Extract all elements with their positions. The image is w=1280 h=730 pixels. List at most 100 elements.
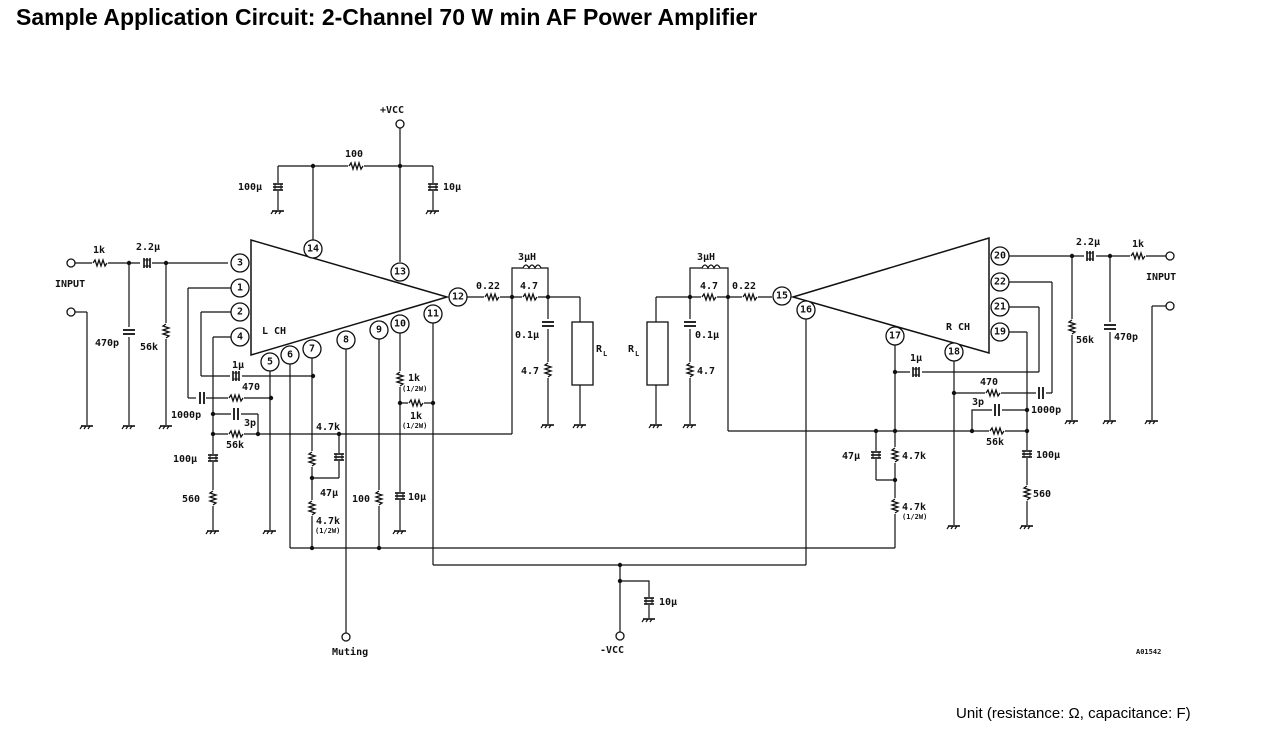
svg-text:16: 16 <box>800 305 812 316</box>
left-r-damp-label: 4.7 <box>520 281 538 292</box>
vcc-positive-label: +VCC <box>380 105 404 116</box>
left-input-label: INPUT <box>55 279 85 290</box>
left-r-1k-b-label: 1k <box>410 411 422 422</box>
left-c-shunt-label: 470p <box>95 338 119 349</box>
left-c-fb-label: 1000p <box>171 410 201 421</box>
left-input-terminal[interactable] <box>66 258 76 268</box>
left-c-nf-label: 100µ <box>173 454 197 465</box>
left-pins: 3 1 2 4 5 6 7 8 9 10 11 12 13 14 <box>230 239 468 372</box>
r-vcc-label: 100 <box>345 149 363 160</box>
c-neg-label: 10µ <box>659 597 677 608</box>
left-r-input-label: 1k <box>93 245 105 256</box>
left-r-47k-b-rating: (1/2W) <box>315 527 340 535</box>
muting-terminal[interactable] <box>341 632 351 642</box>
svg-text:6: 6 <box>287 350 293 361</box>
left-c-47-label: 47µ <box>320 488 338 499</box>
left-load-resistor <box>571 321 594 386</box>
drawing-code: A01542 <box>1136 648 1161 656</box>
vcc-positive-terminal <box>395 119 405 129</box>
c-vcc-right-label: 10µ <box>443 182 461 193</box>
svg-text:7: 7 <box>309 344 315 355</box>
right-c-47-label: 47µ <box>842 451 860 462</box>
right-c-shunt-label: 470p <box>1114 332 1138 343</box>
right-r-zobel-label: 4.7 <box>697 366 715 377</box>
svg-text:17: 17 <box>889 331 901 342</box>
svg-text:5: 5 <box>267 357 273 368</box>
right-c-zobel-label: 0.1µ <box>695 330 719 341</box>
right-c-comp-label: 3p <box>972 397 984 408</box>
left-r-nf-label: 560 <box>182 494 200 505</box>
svg-text:L: L <box>603 350 607 358</box>
right-input-terminal[interactable] <box>1165 251 1175 261</box>
left-r-zobel-label: 4.7 <box>521 366 539 377</box>
left-output-network: 0.22 4.7 3µH 0.1µ 4.7 R L <box>467 252 607 434</box>
left-r-1k-a-label: 1k <box>408 373 420 384</box>
positive-supply-section: +VCC 100 100µ 10µ <box>238 105 461 262</box>
muting-label: Muting <box>332 646 368 658</box>
right-r-nf-label: 560 <box>1033 489 1051 500</box>
left-r-47k-a-label: 4.7k <box>316 422 340 433</box>
right-load-label: R <box>628 344 635 355</box>
unit-note: Unit (resistance: Ω, capacitance: F) <box>956 705 1191 722</box>
left-r-1k-a-rating: (1/2W) <box>402 385 427 393</box>
left-c-zobel-label: 0.1µ <box>515 330 539 341</box>
right-channel-label: R CH <box>946 322 970 333</box>
right-r-input-label: 1k <box>1132 239 1144 250</box>
vcc-negative-terminal <box>615 631 625 641</box>
right-pins: 20 22 21 19 18 17 16 15 <box>772 246 1010 362</box>
right-input-ground-terminal[interactable] <box>1165 301 1175 311</box>
svg-text:19: 19 <box>994 327 1006 338</box>
svg-text:20: 20 <box>994 251 1006 262</box>
right-r-47k-a-label: 4.7k <box>902 451 926 462</box>
left-r-out-label: 0.22 <box>476 281 500 292</box>
svg-text:4: 4 <box>237 332 243 343</box>
svg-text:22: 22 <box>994 277 1006 288</box>
right-c-nf-label: 100µ <box>1036 450 1060 461</box>
right-input-label: INPUT <box>1146 272 1176 283</box>
right-r-47k-b-rating: (1/2W) <box>902 513 927 521</box>
left-input-network: INPUT 1k 2.2µ 470p 56k <box>55 242 228 430</box>
page-title: Sample Application Circuit: 2-Channel 70… <box>16 4 758 30</box>
svg-text:14: 14 <box>307 244 319 255</box>
right-input-network: 2.2µ 1k INPUT 56k 470p <box>1009 237 1176 425</box>
svg-text:18: 18 <box>948 347 960 358</box>
right-r-out-label: 0.22 <box>732 281 756 292</box>
left-r-fb2-label: 56k <box>226 440 244 451</box>
right-feedback-network: 1µ 470 1000p 3p 56k 100µ 560 47µ 4.7k 4.… <box>805 281 1061 565</box>
left-load-label: R <box>596 344 603 355</box>
svg-text:21: 21 <box>994 302 1006 313</box>
svg-text:11: 11 <box>427 309 439 320</box>
svg-text:10: 10 <box>394 319 406 330</box>
left-r-bias-label: 56k <box>140 342 158 353</box>
right-r-damp-label: 4.7 <box>700 281 718 292</box>
right-channel-amplifier: R CH <box>790 236 990 354</box>
left-r-fb-label: 470 <box>242 382 260 393</box>
right-output-network: R L 4.7 0.22 3µH 0.1µ 4.7 <box>628 252 1027 432</box>
right-r-47k-b-label: 4.7k <box>902 502 926 513</box>
c-vcc-left-label: 100µ <box>238 182 262 193</box>
left-c-comp-label: 3p <box>244 418 256 429</box>
right-r-fb2-label: 56k <box>986 437 1004 448</box>
left-l-out-label: 3µH <box>518 252 536 263</box>
left-c-10-label: 10µ <box>408 492 426 503</box>
left-r-1k-b-rating: (1/2W) <box>402 422 427 430</box>
right-load-resistor <box>646 321 669 386</box>
right-r-fb-label: 470 <box>980 377 998 388</box>
left-r-47k-b-label: 4.7k <box>316 516 340 527</box>
left-input-ground-terminal[interactable] <box>66 307 76 317</box>
left-feedback-network: 470 1µ 1000p 3p 56k 100µ 560 4.7k 47µ 4 <box>171 287 895 658</box>
left-c-boot-label: 1µ <box>232 360 244 371</box>
svg-text:13: 13 <box>394 267 406 278</box>
left-channel-amplifier: L CH <box>250 239 450 357</box>
right-r-bias-label: 56k <box>1076 335 1094 346</box>
svg-text:8: 8 <box>343 335 349 346</box>
svg-text:12: 12 <box>452 292 464 303</box>
negative-supply-section: 10µ -VCC <box>600 565 677 656</box>
left-c-input-label: 2.2µ <box>136 242 160 253</box>
svg-text:2: 2 <box>237 307 243 318</box>
vcc-negative-label: -VCC <box>600 645 624 656</box>
right-c-boot-label: 1µ <box>910 353 922 364</box>
right-c-fb-label: 1000p <box>1031 405 1061 416</box>
right-c-input-label: 2.2µ <box>1076 237 1100 248</box>
